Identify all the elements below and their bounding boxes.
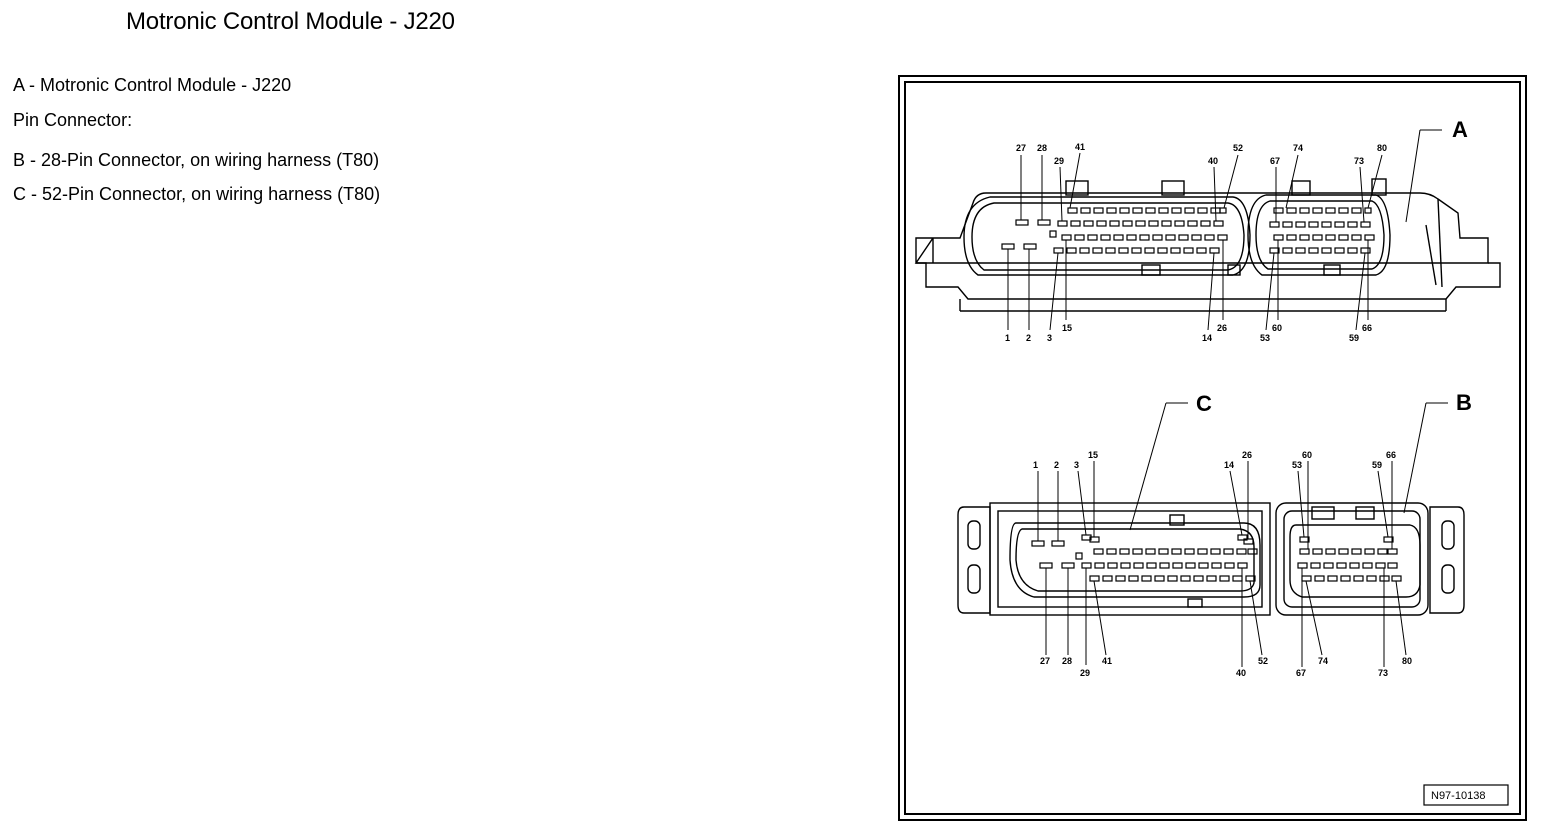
connector-diagram: 27 28 41 29 40 52 67 74 73 80 1 2 3 15 1…: [898, 75, 1528, 823]
legend-item-a: A - Motronic Control Module - J220: [13, 75, 292, 95]
top-view-labels: 27 28 41 29 40 52 67 74 73 80 1 2 3 15 1…: [1005, 142, 1387, 343]
top-pin-label: 73: [1354, 156, 1364, 166]
bottom-pin-label: 67: [1296, 668, 1306, 678]
top-pin-label: 52: [1233, 143, 1243, 153]
top-pin-label: 2: [1026, 333, 1031, 343]
bottom-pin-label: 53: [1292, 460, 1302, 470]
control-module-view: [914, 129, 1501, 331]
bottom-pin-label: 26: [1242, 450, 1252, 460]
top-pin-label: 74: [1293, 143, 1303, 153]
bottom-pin-label: 15: [1088, 450, 1098, 460]
figure-outer-frame: [898, 75, 1527, 821]
callout-c: C: [1196, 391, 1212, 416]
top-pin-label: 53: [1260, 333, 1270, 343]
top-pin-label: 60: [1272, 323, 1282, 333]
top-pin-label: 14: [1202, 333, 1212, 343]
bottom-pin-label: 73: [1378, 668, 1388, 678]
bottom-pin-label: 14: [1224, 460, 1234, 470]
top-pin-label: 59: [1349, 333, 1359, 343]
connector-diagram-svg: 27 28 41 29 40 52 67 74 73 80 1 2 3 15 1…: [898, 75, 1527, 821]
reference-box: [1423, 784, 1509, 806]
bottom-pin-label: 41: [1102, 656, 1112, 666]
top-pin-label: 3: [1047, 333, 1052, 343]
top-pin-label: 40: [1208, 156, 1218, 166]
legend-item-c: C - 52-Pin Connector, on wiring harness …: [13, 184, 381, 204]
bottom-view-labels: 1 2 3 15 14 26 53 60 59 66 27 28 29 41 4…: [1033, 450, 1412, 678]
top-pin-label: 1: [1005, 333, 1010, 343]
bottom-pin-label: 40: [1236, 668, 1246, 678]
callout-b: B: [1456, 390, 1472, 415]
bottom-pin-label: 1: [1033, 460, 1038, 470]
legend-item-b: B - 28-Pin Connector, on wiring harness …: [13, 150, 380, 170]
bottom-pin-label: 29: [1080, 668, 1090, 678]
top-pin-label: 67: [1270, 156, 1280, 166]
bottom-pin-label: 3: [1074, 460, 1079, 470]
bottom-pin-label: 52: [1258, 656, 1268, 666]
bottom-pin-label: 2: [1054, 460, 1059, 470]
bottom-pin-label: 28: [1062, 656, 1072, 666]
top-pin-label: 80: [1377, 143, 1387, 153]
reference-number: N97-10138: [1431, 790, 1485, 802]
top-pin-label: 28: [1037, 143, 1047, 153]
bottom-pin-label: 74: [1318, 656, 1328, 666]
top-pin-label: 66: [1362, 323, 1372, 333]
legend-pin-connector-heading: Pin Connector:: [13, 110, 133, 130]
callout-a: A: [1452, 117, 1468, 142]
top-pin-label: 27: [1016, 143, 1026, 153]
bottom-pin-label: 80: [1402, 656, 1412, 666]
harness-connector-view: [957, 402, 1465, 667]
top-pin-label: 41: [1075, 142, 1085, 152]
bottom-pin-label: 60: [1302, 450, 1312, 460]
bottom-pin-label: 59: [1372, 460, 1382, 470]
bottom-pin-label: 27: [1040, 656, 1050, 666]
page-title: Motronic Control Module - J220: [126, 8, 455, 35]
top-pin-label: 29: [1054, 156, 1064, 166]
top-pin-label: 15: [1062, 323, 1072, 333]
top-pin-label: 26: [1217, 323, 1227, 333]
figure-inner-frame: [904, 81, 1521, 815]
bottom-pin-label: 66: [1386, 450, 1396, 460]
